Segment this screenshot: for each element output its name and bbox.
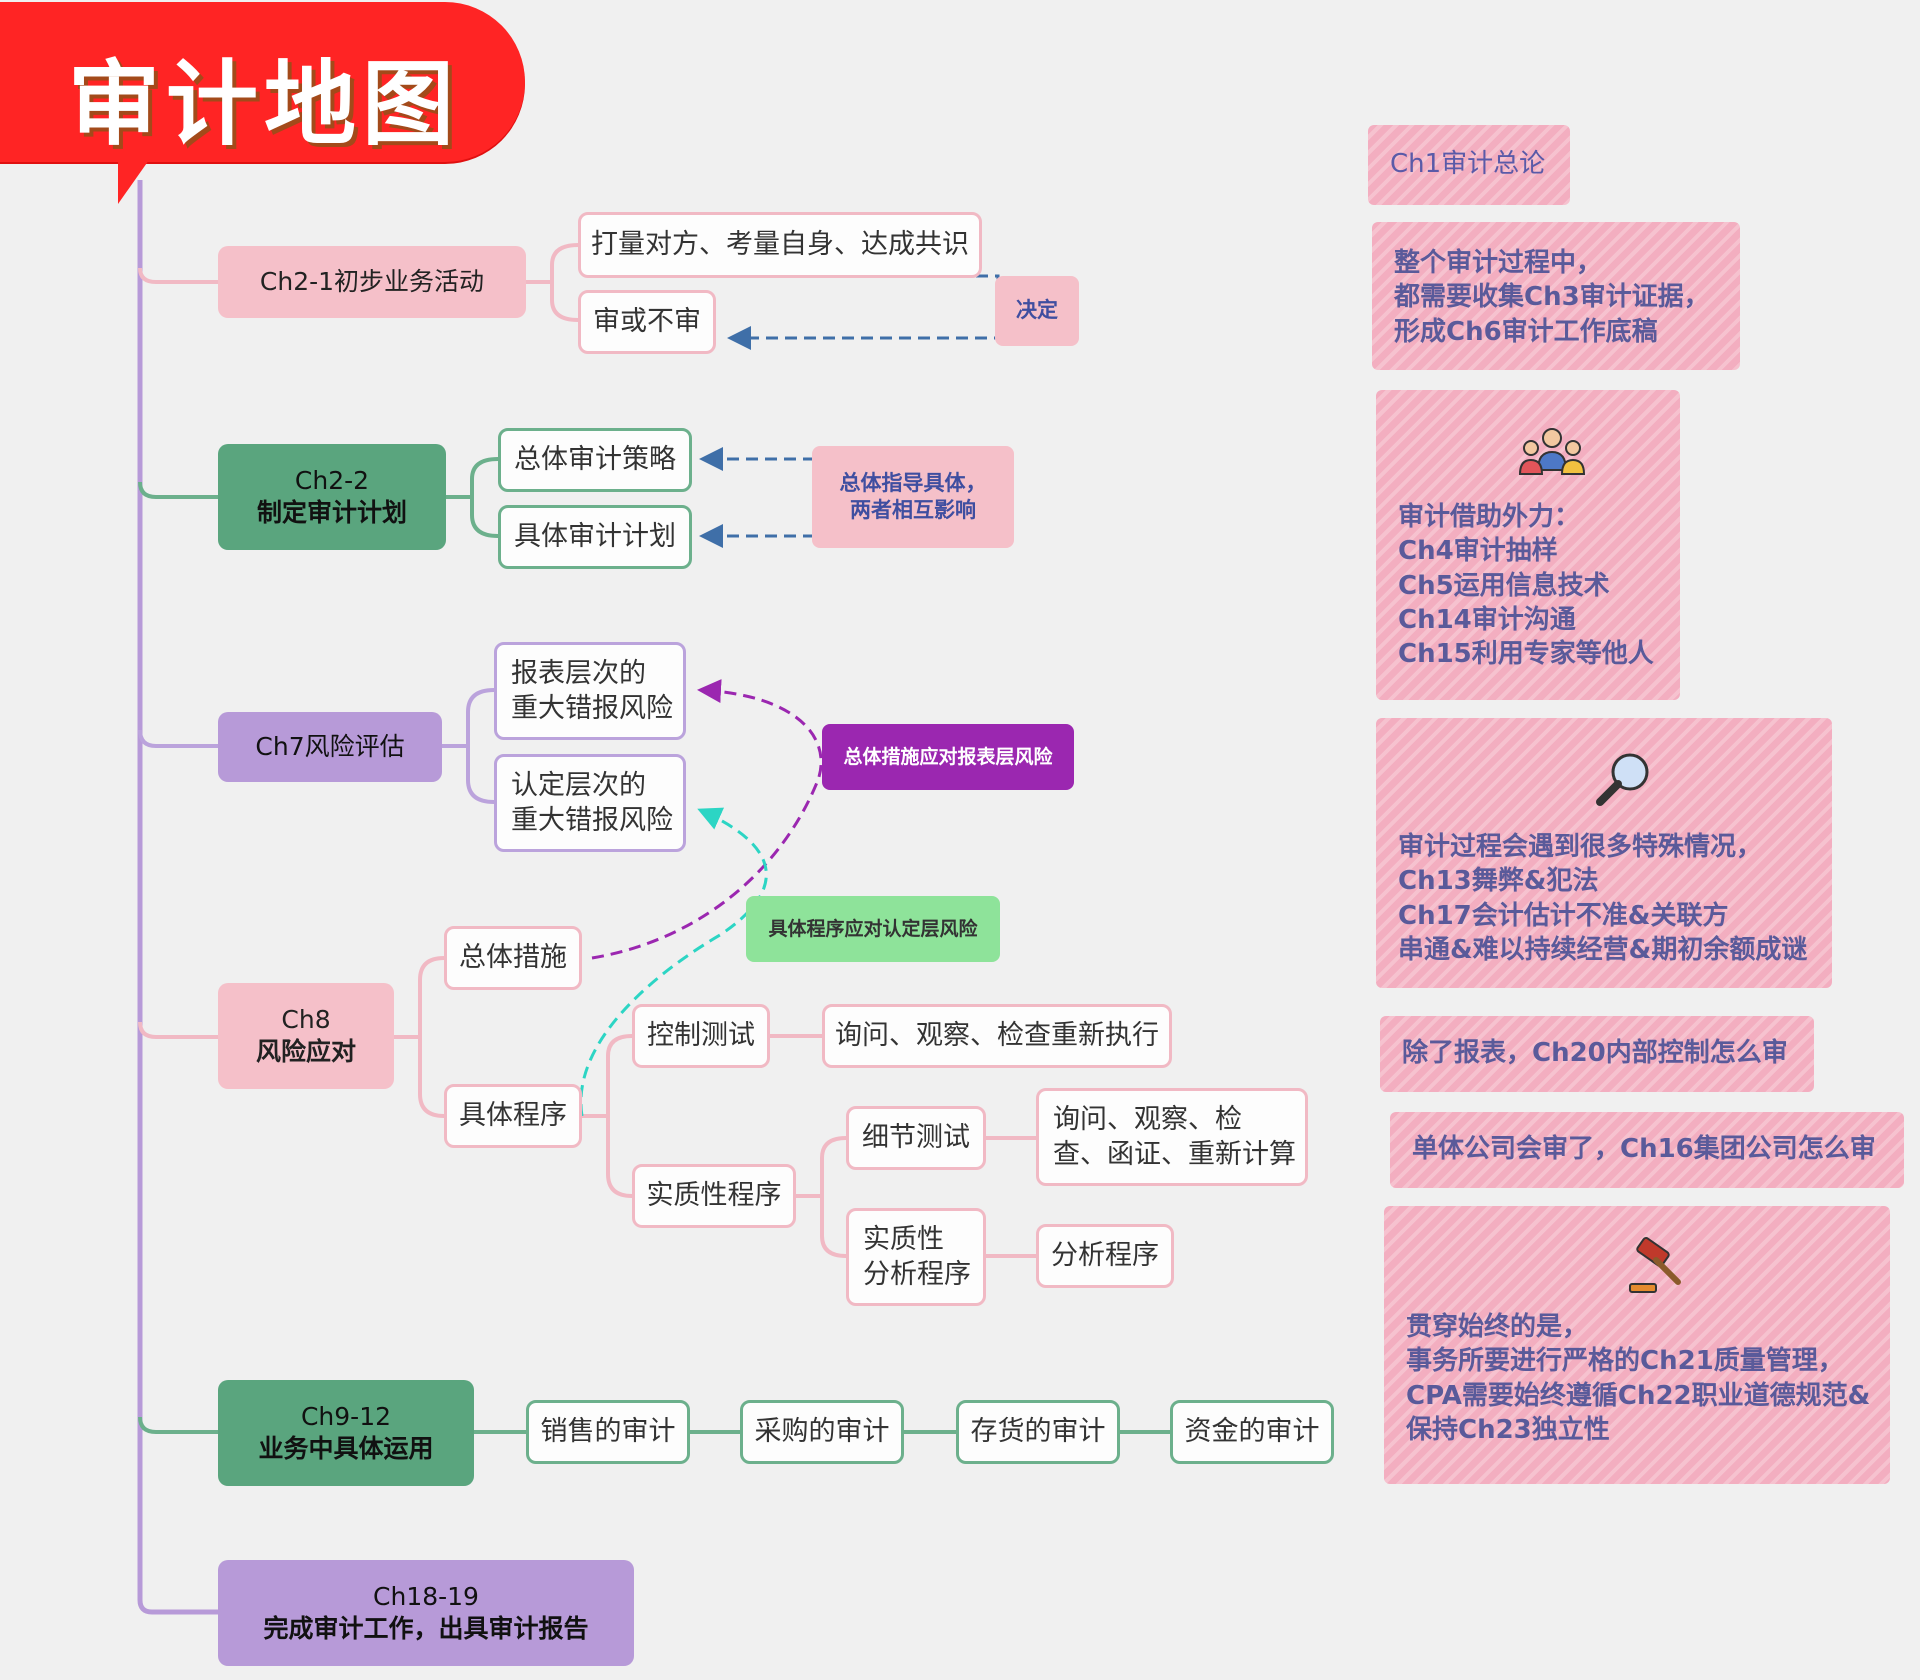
- decide-arrow: [727, 274, 1000, 350]
- branch-ch9-12-code: Ch9-12: [300, 1401, 392, 1431]
- branch-ch7-label: Ch7风险评估: [255, 731, 405, 761]
- note-help-line5: Ch15利用专家等他人: [1398, 639, 1654, 670]
- analytical-line2: 分析程序: [863, 1259, 971, 1290]
- branch-ch9-12[interactable]: Ch9-12 业务中具体运用: [218, 1380, 474, 1486]
- note-external-help: 审计借助外力： Ch4审计抽样 Ch5运用信息技术 Ch14审计沟通 Ch15利…: [1376, 390, 1680, 700]
- branch-ch8[interactable]: Ch8 风险应对: [218, 983, 394, 1089]
- branch-ch2-1[interactable]: Ch2-1初步业务活动: [218, 246, 526, 318]
- branch-ch2-1-label: Ch2-1初步业务活动: [259, 266, 485, 296]
- teal-curve: [579, 807, 768, 1117]
- node-overall-strategy[interactable]: 总体审计策略: [498, 428, 692, 492]
- note-evidence-line1: 整个审计过程中，: [1394, 248, 1603, 278]
- node-assertion-level-risk[interactable]: 认定层次的 重大错报风险: [494, 754, 686, 852]
- trunk-to-ch8: [138, 1021, 218, 1039]
- node-assess-client[interactable]: 打量对方、考量自身、达成共识: [578, 212, 982, 278]
- note-specific-response: 具体程序应对认定层风险: [746, 896, 1000, 962]
- note-quality-line2: 事务所要进行严格的Ch21质量管理，: [1406, 1346, 1844, 1377]
- branch-ch18-19-title: 完成审计工作，出具审计报告: [263, 1614, 589, 1643]
- trunk-to-ch2-2: [138, 481, 218, 499]
- branch-ch2-2-code: Ch2-2: [294, 465, 370, 495]
- branch-ch7[interactable]: Ch7风险评估: [218, 712, 442, 782]
- note-overall-response: 总体措施应对报表层风险: [822, 724, 1074, 790]
- fs-risk-line1: 报表层次的: [511, 657, 646, 689]
- note-special-line2: Ch13舞弊&犯法: [1398, 866, 1599, 897]
- node-detailed-plan[interactable]: 具体审计计划: [498, 505, 692, 569]
- note-help-line1: 审计借助外力：: [1398, 502, 1581, 532]
- trunk-to-ch2-1: [138, 267, 218, 284]
- note-help-line2: Ch4审计抽样: [1398, 536, 1558, 567]
- branch-ch2-2-title: 制定审计计划: [256, 498, 407, 527]
- note-ic-line: 除了报表，Ch20内部控制怎么审: [1402, 1038, 1788, 1068]
- node-specific-procedures[interactable]: 具体程序: [444, 1084, 582, 1148]
- trunk-to-ch7: [138, 729, 218, 748]
- note-guide-line2: 两者相互影响: [850, 498, 976, 522]
- assertion-risk-line1: 认定层次的: [511, 769, 646, 801]
- purple-curve: [591, 679, 823, 960]
- note-help-line4: Ch14审计沟通: [1398, 604, 1576, 635]
- note-special-line4: 串通&难以持续经营&期初余额成谜: [1398, 934, 1808, 965]
- note-group-line: 单体公司会审了，Ch16集团公司怎么审: [1412, 1134, 1876, 1164]
- node-analytical-procedure[interactable]: 分析程序: [1036, 1224, 1174, 1288]
- trunk-to-ch9: [138, 1416, 218, 1434]
- analytical-line1: 实质性: [863, 1223, 944, 1255]
- note-ch1-line: Ch1审计总论: [1390, 149, 1546, 179]
- node-substantive-analytical[interactable]: 实质性 分析程序: [846, 1208, 986, 1306]
- note-quality-line3: CPA需要始终遵循Ch22职业道德规范&: [1406, 1380, 1871, 1411]
- magnifier-icon: [1592, 748, 1656, 812]
- note-quality-ethics: 贯穿始终的是， 事务所要进行严格的Ch21质量管理， CPA需要始终遵循Ch22…: [1384, 1206, 1890, 1484]
- node-substantive-procedures[interactable]: 实质性程序: [632, 1164, 796, 1228]
- note-help-line3: Ch5运用信息技术: [1398, 570, 1610, 601]
- node-control-test[interactable]: 控制测试: [632, 1004, 770, 1068]
- note-quality-line1: 贯穿始终的是，: [1406, 1312, 1589, 1342]
- node-sales-audit[interactable]: 销售的审计: [526, 1400, 690, 1464]
- branch-ch8-title: 风险应对: [255, 1037, 356, 1066]
- node-detail-test-methods[interactable]: 询问、观察、检 查、函证、重新计算: [1036, 1088, 1308, 1186]
- branch-ch9-12-title: 业务中具体运用: [258, 1434, 434, 1463]
- detail-methods-line2: 查、函证、重新计算: [1053, 1139, 1296, 1170]
- note-guide-line1: 总体指导具体，: [839, 470, 987, 495]
- note-evidence: 整个审计过程中， 都需要收集Ch3审计证据， 形成Ch6审计工作底稿: [1372, 222, 1740, 370]
- node-control-test-methods[interactable]: 询问、观察、检查重新执行: [822, 1004, 1172, 1068]
- note-special-line3: Ch17会计估计不准&关联方: [1398, 900, 1729, 931]
- note-overall-guides-detail: 总体指导具体， 两者相互影响: [812, 446, 1014, 548]
- note-evidence-line2: 都需要收集Ch3审计证据，: [1394, 282, 1710, 313]
- node-fs-level-risk[interactable]: 报表层次的 重大错报风险: [494, 642, 686, 740]
- trunk-line: [137, 180, 218, 1615]
- branch-ch2-2[interactable]: Ch2-2 制定审计计划: [218, 444, 446, 550]
- page-title: 审计地图: [68, 51, 461, 158]
- people-icon: [1512, 424, 1592, 484]
- note-internal-control: 除了报表，Ch20内部控制怎么审: [1380, 1016, 1814, 1092]
- gavel-icon: [1624, 1234, 1688, 1298]
- note-special-line1: 审计过程会遇到很多特殊情况，: [1398, 832, 1763, 862]
- assertion-risk-line2: 重大错报风险: [511, 805, 673, 836]
- branch-ch8-code: Ch8: [281, 1004, 331, 1034]
- title-badge-tail: [118, 150, 156, 204]
- branch-ch18-19-code: Ch18-19: [373, 1581, 479, 1611]
- node-accept-or-not[interactable]: 审或不审: [578, 290, 716, 354]
- node-funds-audit[interactable]: 资金的审计: [1170, 1400, 1334, 1464]
- title-badge: [0, 2, 525, 162]
- node-purchase-audit[interactable]: 采购的审计: [740, 1400, 904, 1464]
- note-group-audit: 单体公司会审了，Ch16集团公司怎么审: [1390, 1112, 1904, 1188]
- note-special-cases: 审计过程会遇到很多特殊情况， Ch13舞弊&犯法 Ch17会计估计不准&关联方 …: [1376, 718, 1832, 988]
- note-ch1: Ch1审计总论: [1368, 125, 1570, 205]
- branch-ch18-19[interactable]: Ch18-19 完成审计工作，出具审计报告: [218, 1560, 634, 1666]
- note-quality-line4: 保持Ch23独立性: [1406, 1414, 1610, 1445]
- node-inventory-audit[interactable]: 存货的审计: [956, 1400, 1120, 1464]
- fs-risk-line2: 重大错报风险: [511, 693, 673, 724]
- detail-methods-line1: 询问、观察、检: [1053, 1103, 1242, 1135]
- node-overall-measures[interactable]: 总体措施: [444, 926, 582, 990]
- note-decide: 决定: [995, 276, 1079, 346]
- node-detail-test[interactable]: 细节测试: [846, 1106, 986, 1170]
- note-evidence-line3: 形成Ch6审计工作底稿: [1394, 316, 1658, 347]
